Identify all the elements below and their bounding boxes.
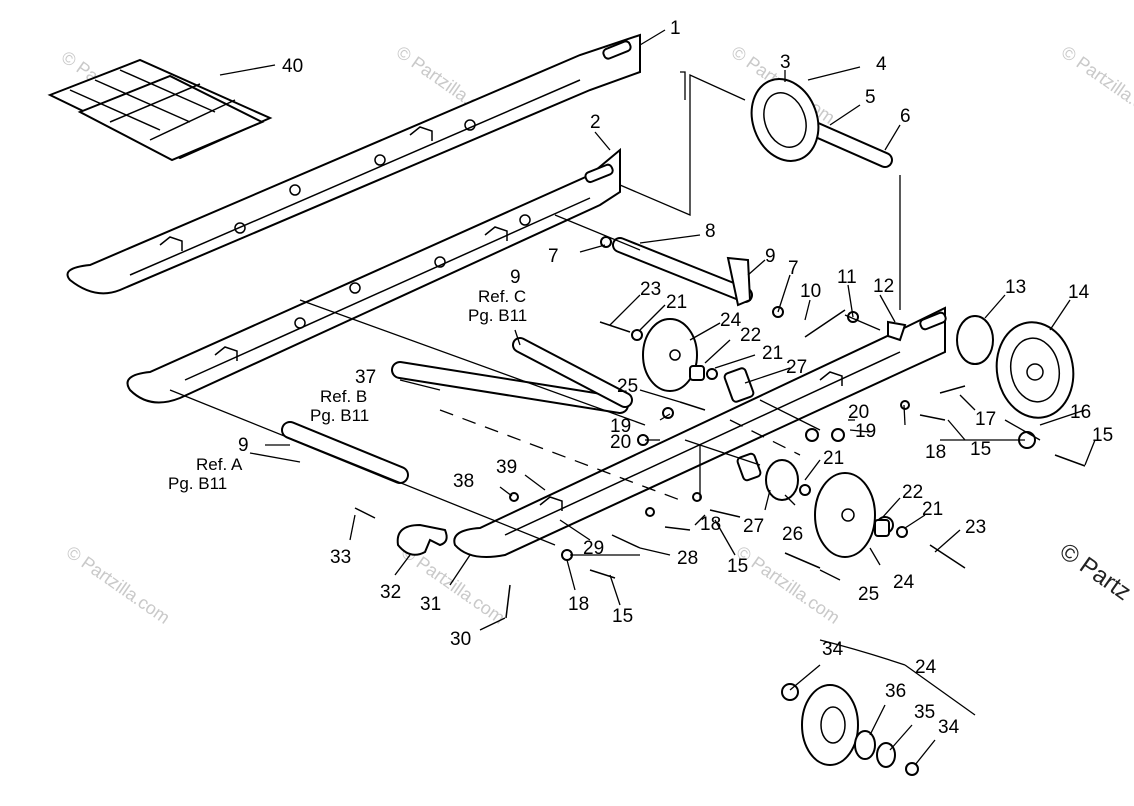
wheel-24-upper <box>642 318 698 392</box>
callout-labels: 1 2 3 4 5 6 7 8 9 7 10 11 12 13 14 23 21… <box>282 18 1113 738</box>
wheel-4 <box>750 78 820 162</box>
reference-labels: 9 Ref. C Pg. B11 37 Ref. B Pg. B11 9 Ref… <box>168 267 527 493</box>
wheel-14 <box>995 321 1075 419</box>
callout: 20 <box>848 402 869 423</box>
callout: 18 <box>568 594 589 615</box>
callout: 23 <box>965 517 986 538</box>
callout: 13 <box>1005 277 1026 298</box>
watermark-edge: © Partz <box>1055 538 1134 606</box>
callout: 33 <box>330 547 351 568</box>
callout: 19 <box>855 421 876 442</box>
ref-number: 9 <box>510 267 521 288</box>
ref-label: Ref. A <box>196 455 243 474</box>
callout: 23 <box>640 279 661 300</box>
callout: 31 <box>420 594 441 615</box>
callout: 24 <box>720 310 742 331</box>
callout: 7 <box>788 258 799 279</box>
callout: 6 <box>900 106 911 127</box>
ref-page: Pg. B11 <box>168 474 227 493</box>
callout: 38 <box>453 471 474 492</box>
rail-31 <box>453 306 947 558</box>
callout: 28 <box>677 548 698 569</box>
callout: 21 <box>666 292 687 313</box>
callout: 21 <box>922 499 943 520</box>
callout: 1 <box>670 18 681 39</box>
callout: 3 <box>780 52 791 73</box>
callout: 17 <box>975 409 996 430</box>
ref-label: Ref. C <box>478 287 526 306</box>
callout: 21 <box>823 448 844 469</box>
callout: 25 <box>858 584 879 605</box>
slide-grid-40 <box>47 58 273 162</box>
callout: 5 <box>865 87 876 108</box>
ref-number: 9 <box>238 435 249 456</box>
callout: 10 <box>800 281 821 302</box>
callout: 32 <box>380 582 401 603</box>
callout: 39 <box>496 457 517 478</box>
callout: 19 <box>610 416 631 437</box>
callout: 24 <box>893 572 915 593</box>
callout: 20 <box>610 432 631 453</box>
callout: 7 <box>548 246 559 267</box>
callout: 24 <box>915 657 937 678</box>
callout: 34 <box>938 717 960 738</box>
ref-number: 37 <box>355 367 376 388</box>
alignment-lines <box>169 71 1041 556</box>
callout: 27 <box>786 357 807 378</box>
callout: 27 <box>743 516 764 537</box>
watermark: © Partzilla.com <box>1058 42 1134 128</box>
rail-1 <box>66 33 641 295</box>
wheel-24-detail <box>781 683 919 776</box>
callout: 35 <box>914 702 935 723</box>
leader-lines <box>219 29 1096 766</box>
callout: 25 <box>617 376 638 397</box>
callout: 34 <box>822 639 844 660</box>
callout: 36 <box>885 681 906 702</box>
callout: 18 <box>700 514 721 535</box>
watermark: © Partzilla.com <box>63 542 174 628</box>
spacer-13 <box>956 315 994 365</box>
hardware <box>354 236 1086 619</box>
callout: 15 <box>612 606 633 627</box>
callout: 14 <box>1068 282 1090 303</box>
ref-label: Ref. B <box>320 387 367 406</box>
callout: 18 <box>925 442 946 463</box>
callout: 15 <box>727 556 748 577</box>
callout: 15 <box>1092 425 1113 446</box>
rail-tip-32 <box>396 523 448 556</box>
callout: 29 <box>583 538 604 559</box>
callout: 22 <box>740 325 761 346</box>
ref-page: Pg. B11 <box>310 406 369 425</box>
wheel-24-lower <box>814 472 876 558</box>
rail-2 <box>126 147 621 404</box>
callout: 12 <box>873 276 894 297</box>
callout: 2 <box>590 112 601 133</box>
callout: 30 <box>450 629 471 650</box>
callout: 22 <box>902 482 923 503</box>
callout: 11 <box>837 267 857 288</box>
ref-page: Pg. B11 <box>468 306 527 325</box>
callout: 16 <box>1070 402 1091 423</box>
callout: 21 <box>762 343 783 364</box>
spacer-26 <box>765 459 799 501</box>
callout: 9 <box>765 246 776 267</box>
callout: 40 <box>282 56 303 77</box>
callout: 15 <box>970 439 991 460</box>
callout: 8 <box>705 221 716 242</box>
callout: 26 <box>782 524 803 545</box>
callout: 4 <box>876 54 887 75</box>
